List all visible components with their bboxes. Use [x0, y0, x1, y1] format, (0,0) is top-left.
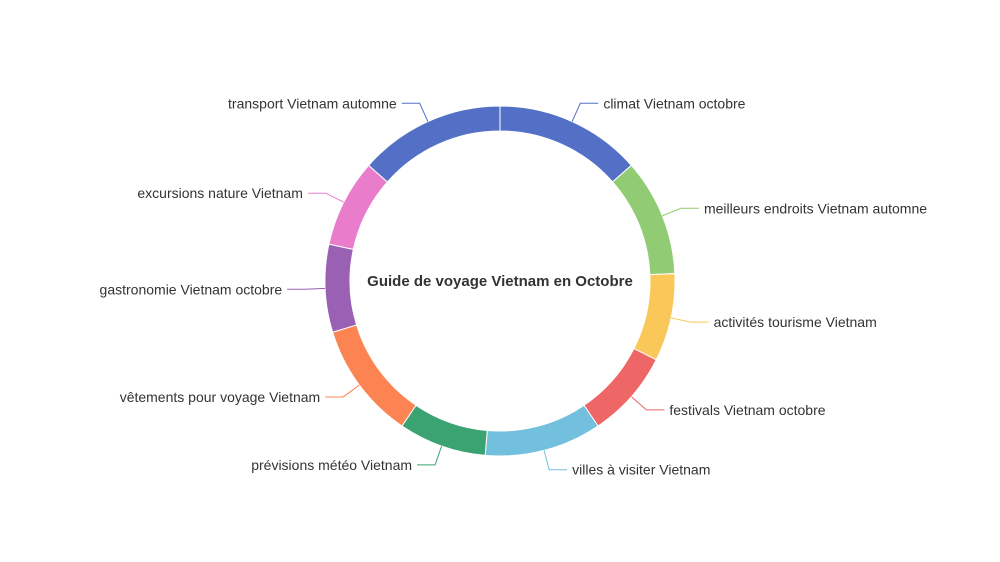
slice-label: villes à visiter Vietnam	[572, 462, 710, 478]
donut-slice[interactable]	[332, 324, 417, 427]
donut-slice[interactable]	[484, 404, 599, 457]
leader-line	[571, 102, 599, 122]
slice-label: festivals Vietnam octobre	[669, 402, 825, 418]
leader-line	[325, 384, 360, 398]
labels-layer: climat Vietnam octobre meilleurs endroits…	[100, 95, 928, 477]
slices-layer	[324, 105, 676, 457]
slice-label: gastronomie Vietnam octobre	[100, 281, 283, 297]
leader-lines-layer	[287, 102, 709, 471]
chart-title: Guide de voyage Vietnam en Octobre	[367, 273, 633, 290]
slice-label: meilleurs endroits Vietnam automne	[704, 200, 927, 216]
slice-label: transport Vietnam automne	[228, 95, 397, 111]
leader-line	[307, 192, 344, 203]
slice-label: prévisions météo Vietnam	[251, 457, 412, 473]
donut-slice[interactable]	[324, 243, 358, 333]
donut-slice[interactable]	[611, 164, 676, 276]
donut-slice[interactable]	[499, 105, 633, 183]
leader-line	[287, 287, 326, 290]
leader-line	[631, 396, 665, 411]
slice-label: activités tourisme Vietnam	[714, 314, 877, 330]
donut-slice[interactable]	[633, 273, 676, 361]
leader-line	[417, 445, 443, 466]
leader-line	[543, 450, 568, 471]
leader-line	[670, 317, 709, 323]
slice-label: vêtements pour voyage Vietnam	[120, 389, 321, 405]
donut-slice[interactable]	[583, 347, 657, 427]
donut-slice[interactable]	[367, 105, 501, 183]
donut-slice[interactable]	[401, 404, 488, 456]
leader-line	[662, 207, 699, 217]
slice-label: climat Vietnam octobre	[603, 95, 745, 111]
donut-slice[interactable]	[328, 164, 389, 250]
slice-label: excursions nature Vietnam	[137, 185, 303, 201]
leader-line	[401, 102, 429, 122]
